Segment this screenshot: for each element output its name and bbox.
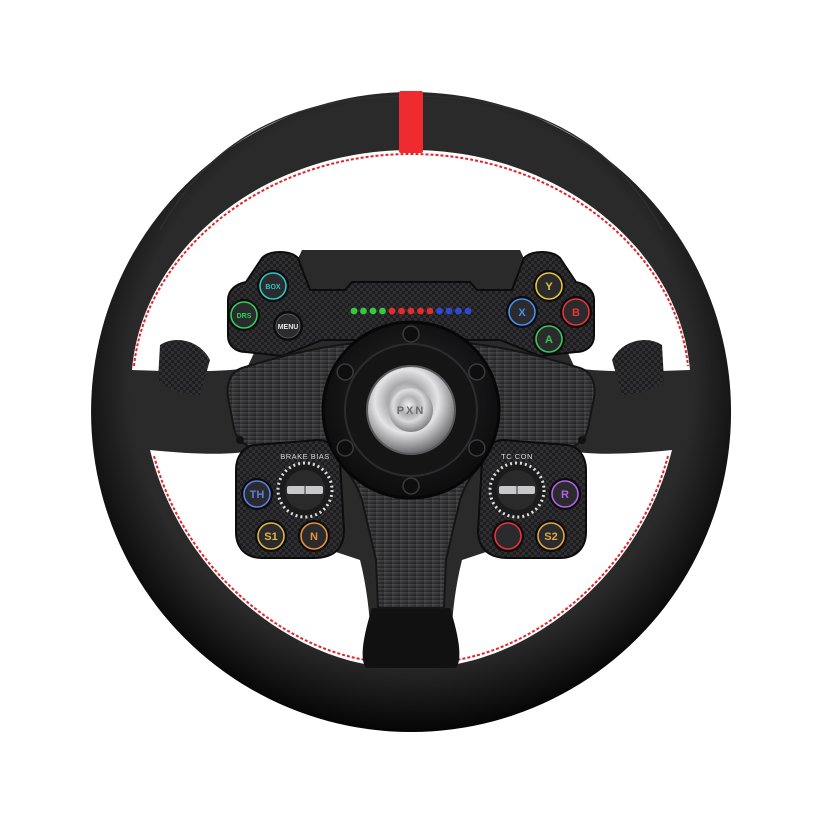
carbon-right-insert: [612, 340, 664, 395]
button-face: [243, 480, 271, 508]
button-face: [535, 272, 563, 300]
button-face: [535, 325, 563, 353]
a-button[interactable]: A: [533, 323, 565, 355]
button-label: S2: [544, 531, 557, 543]
button-label: DRS: [237, 313, 252, 320]
button-label: BOX: [265, 284, 281, 291]
rev-led-strip: [350, 307, 472, 315]
rev-led: [455, 307, 462, 315]
hub-logo: PXN: [397, 405, 426, 417]
rev-led: [426, 307, 434, 315]
y-button[interactable]: Y: [533, 270, 565, 302]
button-face: [275, 313, 301, 339]
brake-bias-label: BRAKE BIAS: [280, 452, 330, 461]
s1-button[interactable]: S1: [255, 520, 287, 552]
button-face: [551, 480, 579, 508]
button-label: N: [310, 531, 318, 543]
button-face: [494, 522, 522, 550]
box-button[interactable]: BOX: [257, 270, 289, 302]
rev-led: [369, 307, 377, 315]
r-button[interactable]: R: [549, 478, 581, 510]
upper-control-panel: [227, 251, 595, 358]
button-label: R: [561, 489, 569, 501]
th-button[interactable]: TH: [241, 478, 273, 510]
button-face: [300, 522, 328, 550]
hub-bolt: [336, 439, 354, 457]
button-face: [508, 298, 536, 326]
hub-bolt: [402, 477, 420, 495]
red-button[interactable]: [492, 520, 524, 552]
rev-led: [398, 307, 405, 315]
tc-con-dial[interactable]: [488, 461, 546, 519]
drs-button[interactable]: DRS: [228, 299, 260, 331]
rev-led: [379, 307, 386, 315]
hub-bolt: [468, 439, 486, 457]
button-label: X: [518, 307, 526, 319]
hub-bolts: [336, 325, 486, 495]
hub-bolt: [402, 325, 420, 343]
s2-button[interactable]: S2: [535, 520, 567, 552]
brake-bias-dial[interactable]: [276, 461, 334, 519]
b-button[interactable]: B: [560, 296, 592, 328]
button-label: S1: [264, 531, 277, 543]
stitching-top: [133, 152, 689, 367]
button-label: Y: [545, 281, 553, 293]
menu-button[interactable]: MENU: [273, 311, 303, 341]
screw-left: [236, 436, 244, 444]
carbon-left-insert: [158, 340, 210, 395]
screw-right: [578, 436, 586, 444]
x-button[interactable]: X: [506, 296, 538, 328]
button-label: MENU: [278, 324, 299, 331]
rev-led: [445, 307, 453, 315]
button-face: [230, 301, 258, 329]
rev-led: [388, 307, 396, 315]
top-center-marker: [399, 91, 423, 153]
button-label: B: [572, 307, 580, 319]
rev-led: [464, 307, 472, 315]
n-button[interactable]: N: [298, 520, 330, 552]
button-label: TH: [250, 489, 265, 501]
button-face: [257, 522, 285, 550]
rev-led: [407, 307, 415, 315]
rev-led: [417, 307, 424, 315]
button-face: [537, 522, 565, 550]
button-face: [259, 272, 287, 300]
button-label: A: [545, 334, 553, 346]
rev-led: [436, 307, 443, 315]
hub-chrome-center: [389, 388, 433, 432]
button-face: [562, 298, 590, 326]
rev-led: [360, 307, 367, 315]
hub-bolt: [468, 363, 486, 381]
bottom-spoke-grip: [362, 608, 460, 668]
hub-bolt: [336, 363, 354, 381]
rev-led: [350, 307, 358, 315]
tc-con-label: TC CON: [501, 452, 533, 461]
